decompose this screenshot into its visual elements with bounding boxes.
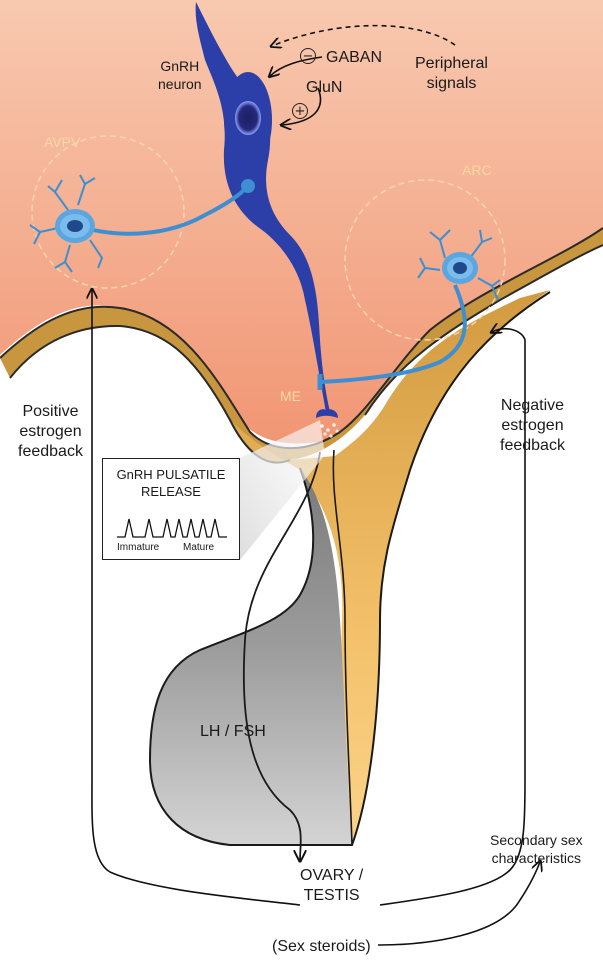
glun-label: GluN <box>306 78 342 98</box>
gnrh-pulsatile-inset: GnRH PULSATILE RELEASE Immature Mature <box>102 458 240 560</box>
gnrh-neuron-text: GnRH neuron <box>158 58 202 93</box>
arc-label: ARC <box>462 162 492 180</box>
inhibitory-symbol: − <box>300 48 316 64</box>
pulse-title: GnRH PULSATILE RELEASE <box>103 467 239 501</box>
secondary-sex-arrow <box>378 862 540 945</box>
sex-steroids-label: (Sex steroids) <box>272 937 371 957</box>
gnrh-nucleus <box>235 101 261 135</box>
ovary-testis-label: OVARY / TESTIS <box>300 866 363 906</box>
gaban-label: GABAN <box>326 48 382 68</box>
lh-fsh-label: LH / FSH <box>200 722 266 742</box>
excitatory-symbol: + <box>292 103 308 119</box>
pulse-trace <box>117 515 227 539</box>
median-eminence-label: ME <box>280 388 301 406</box>
avpv-label: AVPV <box>44 134 80 152</box>
secondary-sex-label: Secondary sex characteristics <box>490 832 583 867</box>
negative-feedback-label: Negative estrogen feedback <box>500 396 565 456</box>
immature-label: Immature <box>117 542 159 553</box>
positive-feedback-label: Positive estrogen feedback <box>18 402 83 462</box>
gnrh-neuron-label: GnRH neuron <box>158 58 202 93</box>
mature-label: Mature <box>183 542 214 553</box>
peripheral-signals-label: Peripheral signals <box>415 54 488 94</box>
